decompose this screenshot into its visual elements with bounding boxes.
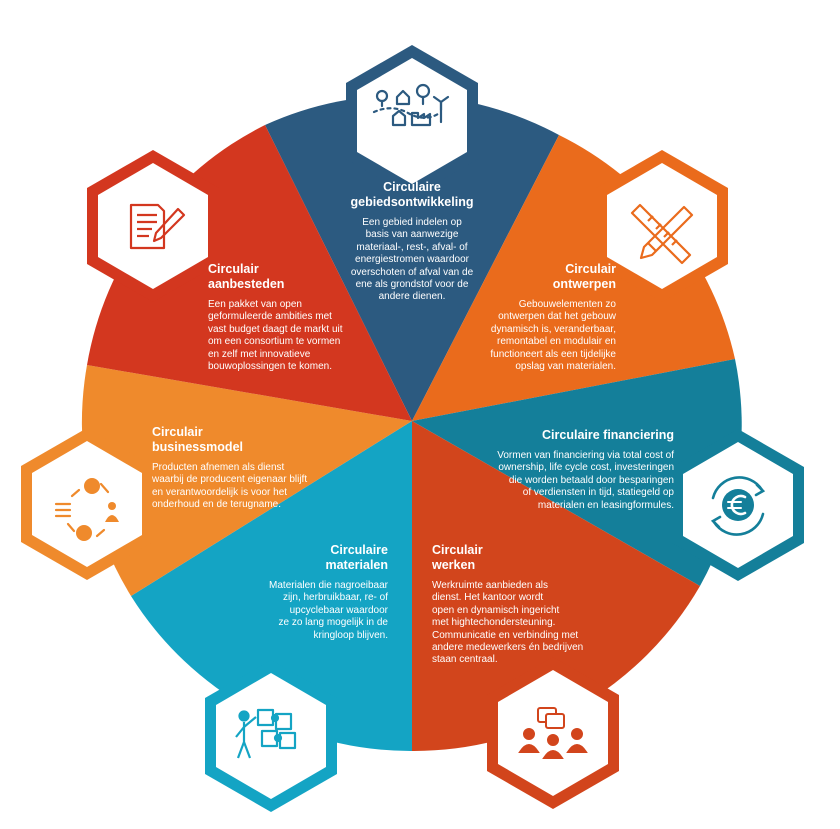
desc-financiering: Vormen van financiering via total cost o… <box>497 450 674 511</box>
title-materialen: Circulaire materialen <box>325 543 388 572</box>
segment-materialen <box>131 421 412 752</box>
desc-materialen: Materialen die nagroeibaar zijn, herbrui… <box>269 580 388 641</box>
desc-werken: Werkruimte aanbieden als dienst. Het kan… <box>432 580 584 666</box>
title-financiering: Circulaire financiering <box>542 428 674 442</box>
hex-gebiedsontwikkeling <box>346 45 478 197</box>
text-ontwerpen: Circulair ontwerpen Gebouwelementen zo o… <box>440 262 616 373</box>
text-werken: Circulair werken Werkruimte aanbieden al… <box>432 543 632 667</box>
desc-aanbesteden: Een pakket van open geformuleerde ambiti… <box>208 299 343 373</box>
text-gebiedsontwikkeling: Circulaire gebiedsontwikkeling Een gebie… <box>322 180 502 304</box>
title-werken: Circulair werken <box>432 543 483 572</box>
document-pen-icon <box>129 203 186 250</box>
desc-gebiedsontwikkeling: Een gebied indelen op basis van aanwezig… <box>350 217 474 303</box>
segment-financiering <box>412 359 742 586</box>
puzzle-person-icon <box>235 708 297 759</box>
euro-person-cycle-icon <box>54 478 119 541</box>
people-chat-icon <box>518 707 588 759</box>
segment-businessmodel <box>81 365 412 596</box>
hex-materialen <box>205 660 337 812</box>
text-businessmodel: Circulair businessmodel Producten afneme… <box>152 425 352 512</box>
hex-ontwerpen <box>596 150 728 302</box>
hex-financiering <box>672 429 804 581</box>
title-aanbesteden: Circulair aanbesteden <box>208 262 285 291</box>
title-businessmodel: Circulair businessmodel <box>152 425 243 454</box>
segment-gebiedsontwikkeling <box>265 95 559 421</box>
hex-businessmodel <box>21 428 153 580</box>
wheel-segments <box>81 95 742 752</box>
text-materialen: Circulaire materialen Materialen die nag… <box>212 543 388 642</box>
landscape-village-icon <box>372 83 450 127</box>
text-aanbesteden: Circulair aanbesteden Een pakket van ope… <box>208 262 376 373</box>
hex-aanbesteden <box>87 150 219 302</box>
title-ontwerpen: Circulair ontwerpen <box>552 262 616 291</box>
pencil-ruler-icon <box>630 203 694 265</box>
desc-ontwerpen: Gebouwelementen zo ontwerpen dat het geb… <box>490 299 616 373</box>
hex-werken <box>487 657 619 809</box>
text-financiering: Circulaire financiering Vormen van finan… <box>446 428 674 512</box>
segment-werken <box>412 421 700 752</box>
euro-cycle-icon <box>710 476 766 536</box>
title-gebiedsontwikkeling: Circulaire gebiedsontwikkeling <box>350 180 474 209</box>
desc-businessmodel: Producten afnemen als dienst waarbij de … <box>152 462 308 511</box>
